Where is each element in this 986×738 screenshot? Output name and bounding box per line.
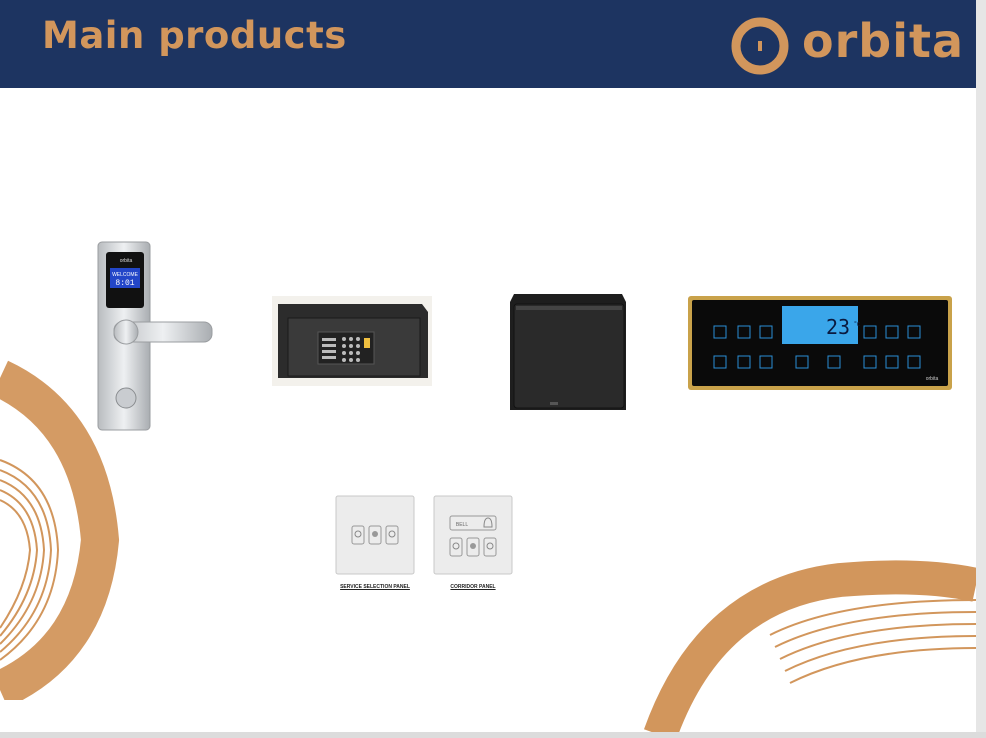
lock-brand: orbita (120, 258, 133, 264)
lock-screen-text: WELCOME (112, 272, 139, 278)
panel-brand: orbita (926, 376, 939, 382)
decorative-arc-left (0, 360, 120, 700)
orbita-logo: orbita (724, 10, 974, 80)
thermostat-temperature: 23 (826, 315, 850, 339)
service-selection-panel-label: SERVICE SELECTION PANEL (340, 584, 410, 590)
room-control-panel-image: 23 °c orbita (688, 296, 952, 390)
page-title: Main products (42, 14, 347, 57)
minibar-image (510, 294, 626, 410)
slide-edge-bottom (0, 732, 986, 738)
corridor-panel-label: CORRIDOR PANEL (450, 584, 496, 590)
slide-edge-right (976, 0, 986, 738)
decorative-arc-right (643, 560, 976, 735)
thermostat-unit: °c (854, 320, 861, 328)
safe-image (272, 296, 432, 386)
service-selection-panel-image (335, 495, 415, 575)
corridor-panel-image: BELL (433, 495, 513, 575)
lock-screen-time: 8:01 (115, 279, 134, 288)
header-bar: Main products orbita (0, 0, 976, 88)
corridor-bell-text: BELL (456, 522, 468, 528)
door-lock-image: WELCOME 8:01 orbita (97, 241, 213, 431)
orbita-logo-icon (731, 17, 789, 75)
logo-text: orbita (802, 14, 965, 68)
